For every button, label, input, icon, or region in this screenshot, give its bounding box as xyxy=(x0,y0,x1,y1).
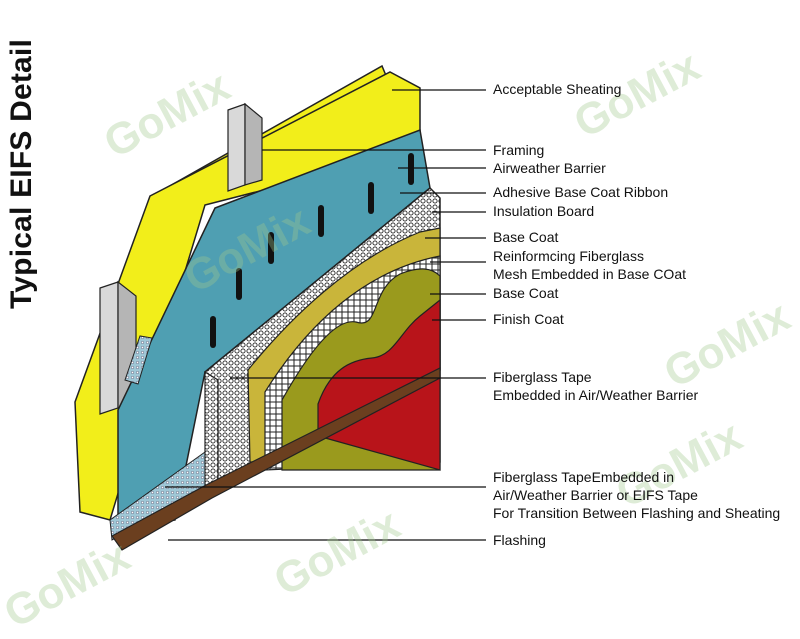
callout-line: Airweather Barrier xyxy=(493,160,606,176)
callout-line: Fiberglass Tape xyxy=(493,369,592,385)
callout-reinforcing-mesh: Reinformcing Fiberglass Mesh Embedded in… xyxy=(493,247,686,283)
callout-line: Flashing xyxy=(493,532,546,548)
callout-air-weather-barrier: Airweather Barrier xyxy=(493,159,606,177)
callout-leaders xyxy=(165,89,486,541)
callout-fiberglass-tape: Fiberglass Tape Embedded in Air/Weather … xyxy=(493,368,698,404)
callout-line: Base Coat xyxy=(493,285,559,301)
callout-finish-coat: Finish Coat xyxy=(493,310,564,328)
callout-line: Finish Coat xyxy=(493,311,564,327)
fiberglass-tape-strip xyxy=(124,335,153,385)
callout-line: Reinformcing Fiberglass xyxy=(493,248,644,264)
callout-line: Mesh Embedded in Base COat xyxy=(493,266,686,282)
callout-line: Fiberglass TapeEmbedded in xyxy=(493,469,675,485)
callout-adhesive-ribbon: Adhesive Base Coat Ribbon xyxy=(493,183,668,201)
eifs-diagram: GoMix GoMix GoMix GoMix GoMix GoMix GoMi… xyxy=(0,39,798,638)
callout-framing: Framing xyxy=(493,141,544,159)
diagram-title: Typical EIFS Detail xyxy=(5,39,38,309)
callout-line: Air/Weather Barrier or EIFS Tape xyxy=(493,487,698,503)
callout-line: Acceptable Sheating xyxy=(493,81,622,97)
callout-base-coat-2: Base Coat xyxy=(493,284,558,302)
finish-coat xyxy=(317,298,441,471)
callout-line: For Transition Between Flashing and Shea… xyxy=(493,505,781,521)
adhesive-ribbons xyxy=(210,153,414,348)
callout-line: Base Coat xyxy=(493,229,559,245)
callout-flashing: Flashing xyxy=(493,531,546,549)
insulation-board-edge xyxy=(204,370,219,493)
callout-insulation-board: Insulation Board xyxy=(493,202,594,220)
callout-line: Embedded in Air/Weather Barrier xyxy=(493,387,699,403)
callout-base-coat-1: Base Coat xyxy=(493,228,558,246)
wall-assembly-illustration xyxy=(74,64,486,551)
callout-line: Adhesive Base Coat Ribbon xyxy=(493,184,669,200)
callout-fiberglass-tape-transition: Fiberglass TapeEmbedded in Air/Weather B… xyxy=(493,468,780,522)
callout-line: Insulation Board xyxy=(493,203,595,219)
callout-line: Framing xyxy=(493,142,545,158)
callout-acceptable-sheathing: Acceptable Sheating xyxy=(493,80,621,98)
